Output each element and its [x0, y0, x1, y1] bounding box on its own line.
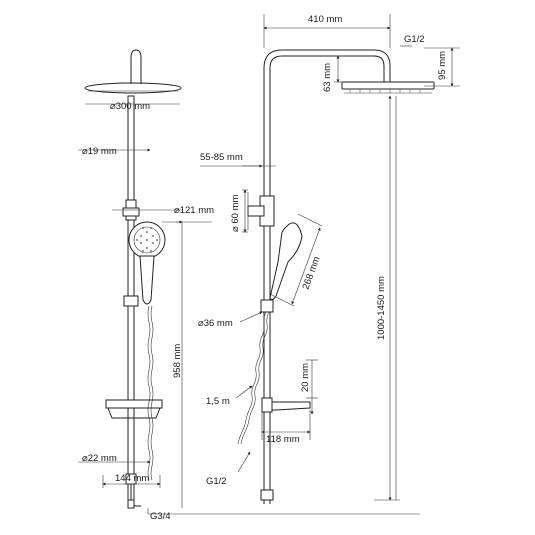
overhead-diameter-label: ⌀300 mm — [110, 101, 150, 112]
hand-shower-diameter-label: ⌀121 mm — [174, 205, 214, 216]
bracket-range-label: 55-85 mm — [200, 152, 243, 163]
slider-diameter-label: ⌀36 mm — [198, 318, 233, 329]
side-hose — [237, 311, 267, 445]
front-gooseneck — [130, 49, 142, 84]
inlet-thread-label: G3/4 — [150, 511, 171, 522]
bottom-pipe-diameter-label: ⌀22 mm — [82, 453, 117, 464]
side-view — [148, 14, 460, 515]
shelf-width-label: 118 mm — [266, 434, 300, 445]
shelf-height-label: 20 mm — [300, 363, 311, 392]
side-hand-shower — [269, 222, 303, 301]
arm-thread-label: G1/2 — [404, 34, 425, 45]
front-shelf — [105, 399, 163, 409]
arm-width-label: 410 mm — [308, 14, 342, 25]
side-riser-arm — [263, 49, 391, 504]
front-hand-shower-handle — [139, 255, 155, 305]
total-height-label: 1000-1450 mm — [376, 276, 387, 340]
width-bottom-label: 144 mm — [115, 473, 149, 484]
hose-length-label: 1,5 m — [206, 396, 230, 407]
hose-thread-label: G1/2 — [206, 476, 227, 487]
arm-drop-label: 63 mm — [322, 63, 333, 92]
head-height-label: 95 mm — [437, 51, 448, 80]
front-view — [78, 49, 212, 514]
riser-length-label: 958 mm — [172, 344, 183, 378]
side-overhead-shower-head — [341, 81, 435, 90]
front-overhead-shower-head — [84, 82, 182, 94]
side-shelf — [269, 401, 311, 411]
front-hose — [147, 305, 151, 481]
pipe-diameter-label: ⌀19 mm — [82, 146, 117, 157]
hand-shower-length-label: 268 mm — [300, 255, 322, 291]
holder-diameter-label: ⌀ 60 mm — [230, 195, 241, 232]
